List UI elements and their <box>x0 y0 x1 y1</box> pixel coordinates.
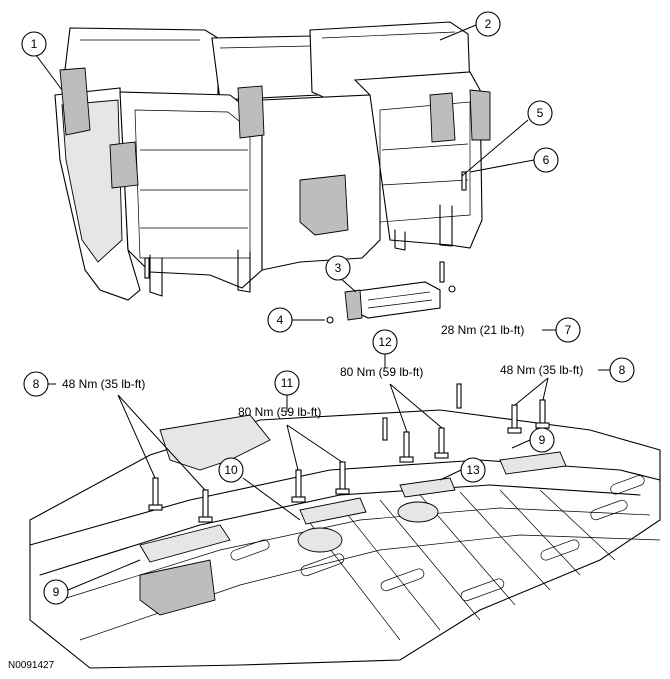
callout-4: 4 <box>267 307 293 333</box>
callout-7-number: 7 <box>565 323 572 337</box>
callout-3-number: 3 <box>335 261 342 275</box>
torque-label-12: 80 Nm (59 lb-ft) <box>340 365 423 379</box>
callout-8-left: 8 <box>23 371 49 397</box>
callout-2-number: 2 <box>485 17 492 31</box>
callout-5-number: 5 <box>537 106 544 120</box>
torque-label-8-right: 48 Nm (35 lb-ft) <box>500 363 583 377</box>
callout-12: 12 <box>372 329 398 355</box>
callout-10: 10 <box>218 457 244 483</box>
callout-11: 11 <box>274 370 300 396</box>
callout-3: 3 <box>325 255 351 281</box>
callout-1: 1 <box>21 31 47 57</box>
figure-reference-code: N0091427 <box>8 660 55 671</box>
callout-12-number: 12 <box>378 335 392 349</box>
callout-11-number: 11 <box>281 376 294 390</box>
callout-13: 13 <box>460 457 486 483</box>
callout-9-left-number: 9 <box>53 585 60 599</box>
callout-7: 7 <box>555 317 581 343</box>
vehicle-floor-pan <box>29 409 661 669</box>
callout-2: 2 <box>475 11 501 37</box>
callout-8-left-number: 8 <box>33 377 40 391</box>
callout-8-right: 8 <box>609 357 635 383</box>
leader-lines <box>35 24 610 591</box>
callout-9-right-number: 9 <box>539 433 546 447</box>
mounting-bolts <box>144 171 550 523</box>
callout-5: 5 <box>527 100 553 126</box>
callout-6: 6 <box>533 147 559 173</box>
torque-label-8-left: 48 Nm (35 lb-ft) <box>62 377 145 391</box>
callout-8-right-number: 8 <box>619 363 626 377</box>
torque-label-11: 80 Nm (59 lb-ft) <box>238 405 321 419</box>
torque-label-7: 28 Nm (21 lb-ft) <box>441 323 524 337</box>
callout-4-number: 4 <box>277 313 284 327</box>
callout-1-number: 1 <box>31 37 38 51</box>
callout-10-number: 10 <box>224 463 238 477</box>
callout-9-left: 9 <box>43 579 69 605</box>
rear-seat-assembly <box>54 21 491 301</box>
callout-13-number: 13 <box>466 463 480 477</box>
callout-9-right: 9 <box>529 427 555 453</box>
callout-6-number: 6 <box>543 153 550 167</box>
riser-bracket <box>326 281 456 324</box>
